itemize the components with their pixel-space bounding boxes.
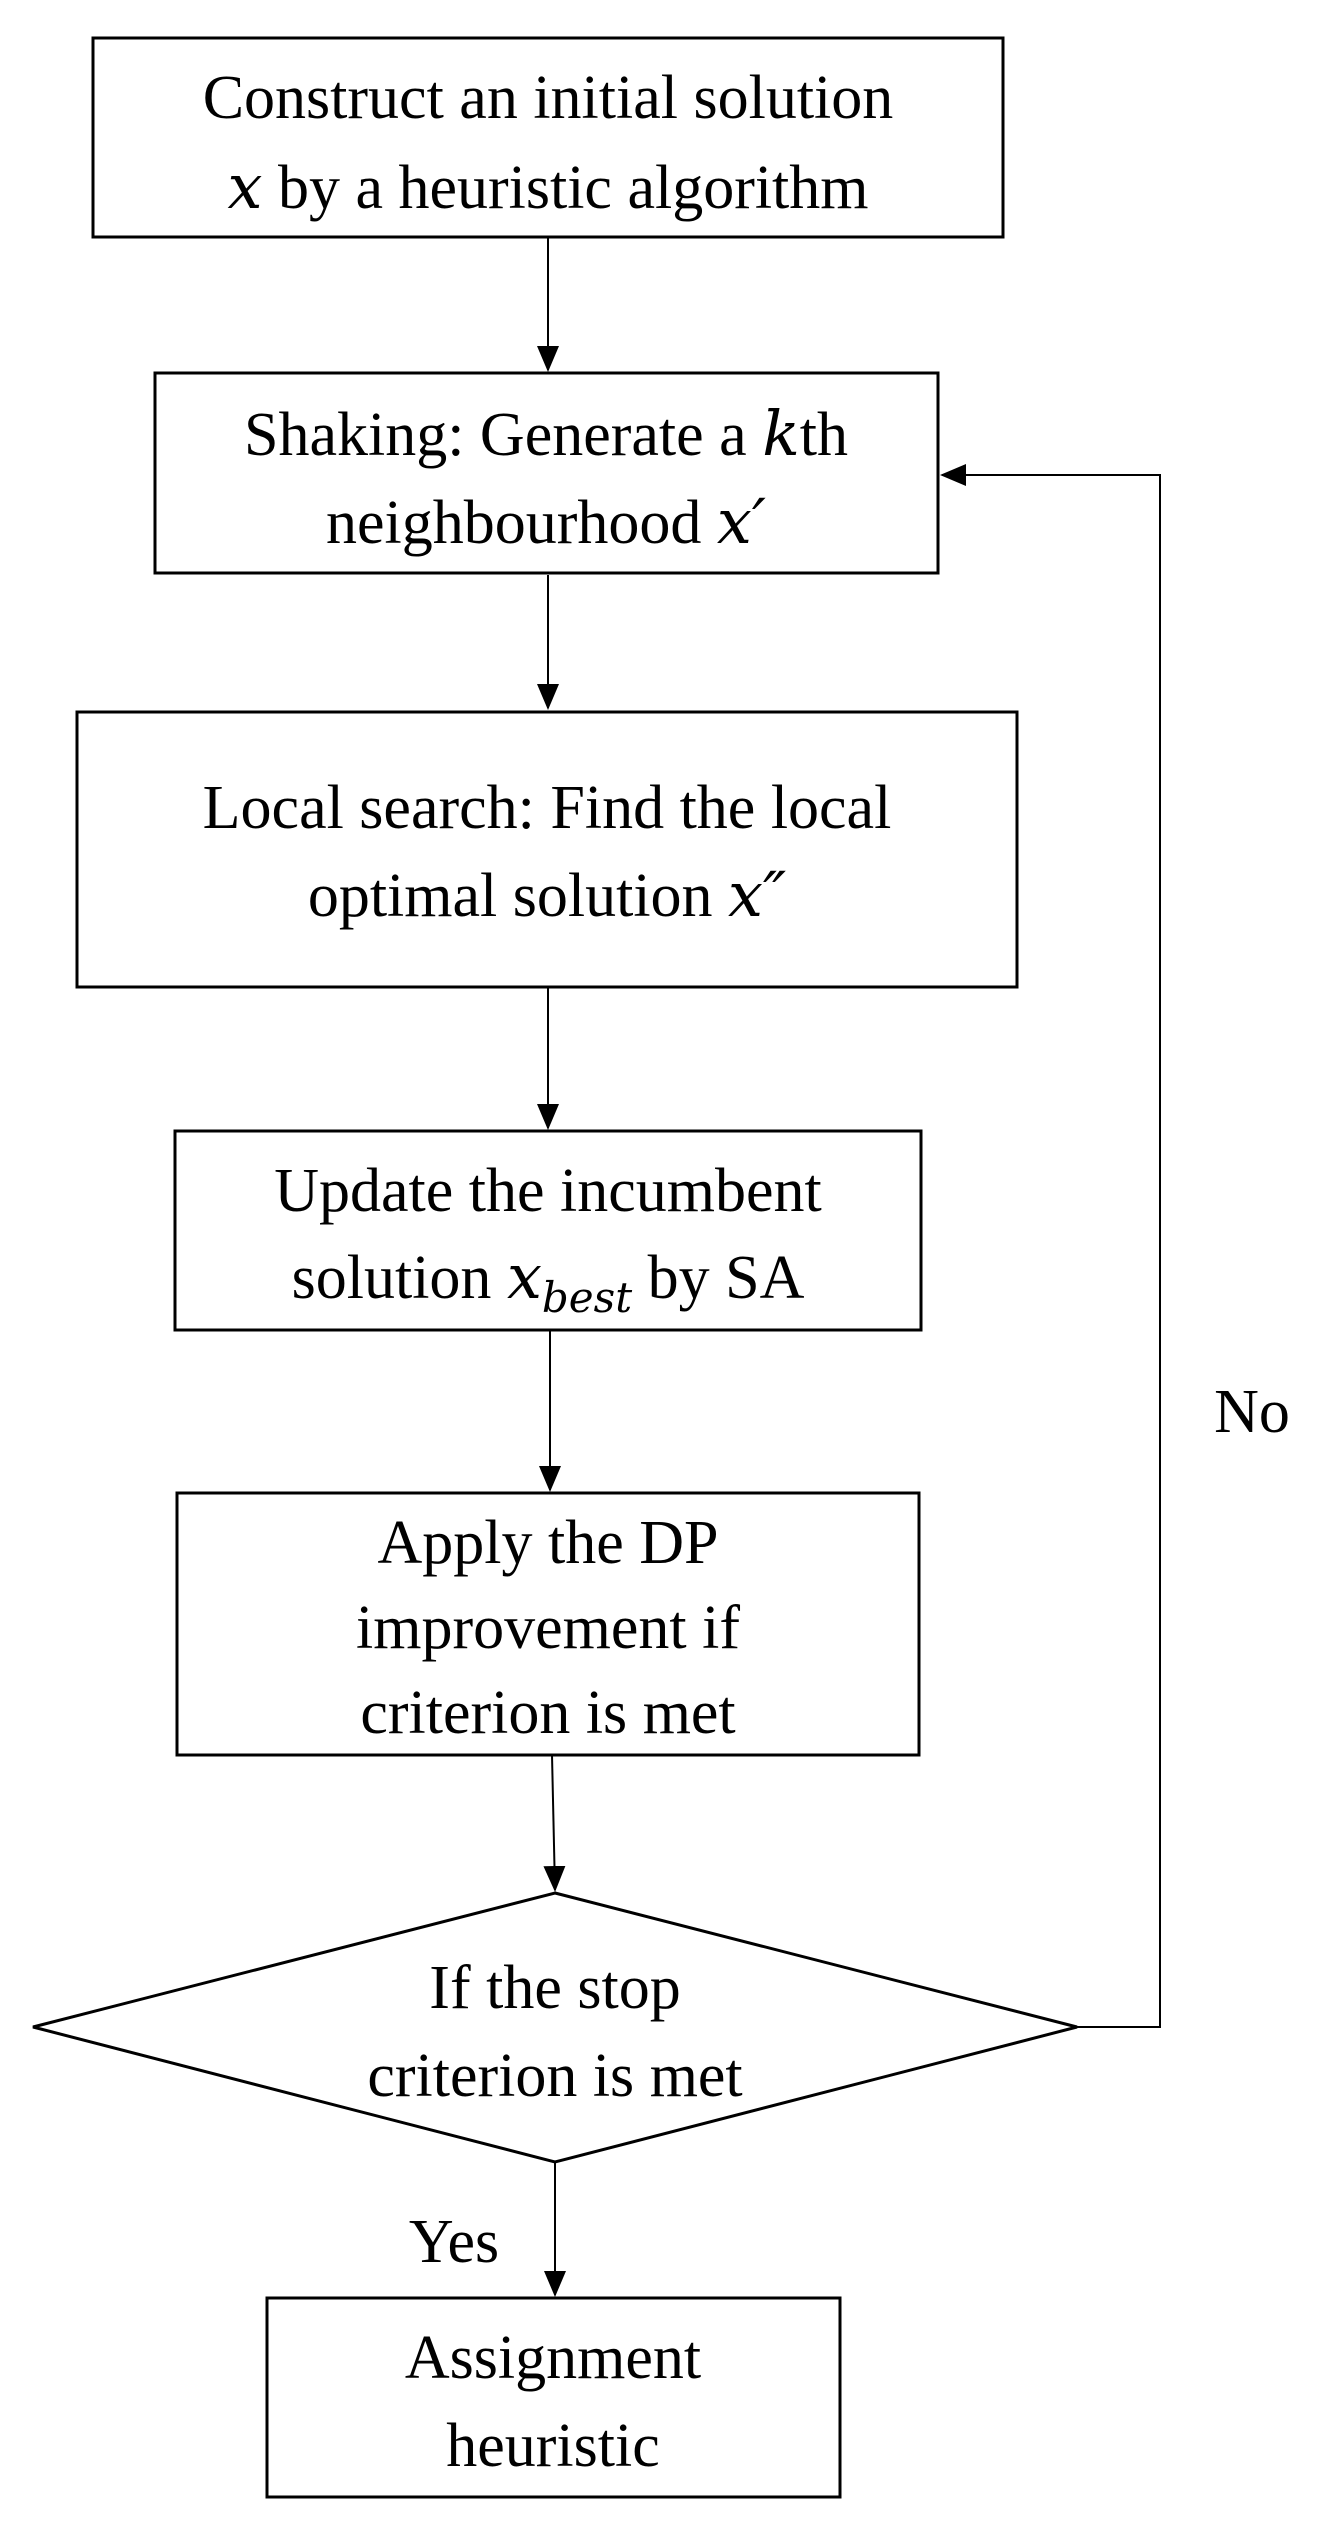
node-dp-improvement: Apply the DP improvement if criterion is…: [175, 1491, 921, 1757]
node-shaking-line2: neighbourhood x′: [326, 485, 766, 558]
node-local-search-line1: Local search: Find the local: [203, 774, 892, 842]
node-dp-line2: improvement if: [356, 1594, 740, 1662]
node-construct-line2: x by a heuristic algorithm: [227, 150, 868, 223]
node-local-search: Local search: Find the local optimal sol…: [75, 710, 1019, 989]
node-stop-criterion: If the stop criterion is met: [32, 1891, 1078, 2164]
node-construct: Construct an initial solution x by a heu…: [91, 36, 1005, 239]
node-shaking: Shaking: Generate a kth neighbourhood x′: [153, 371, 940, 575]
node-construct-line1: Construct an initial solution: [203, 64, 894, 132]
node-assignment: Assignment heuristic: [265, 2296, 842, 2499]
node-assignment-line1: Assignment: [405, 2324, 701, 2392]
node-dp-line3: criterion is met: [360, 1679, 735, 1747]
node-update: Update the incumbent solution xbest by S…: [173, 1129, 923, 1332]
node-stop-line2: criterion is met: [367, 2042, 742, 2110]
node-local-search-line2: optimal solution x″: [308, 858, 786, 931]
node-assignment-line2: heuristic: [446, 2412, 660, 2480]
arrow-dp-to-stop: [543, 1754, 566, 1892]
node-update-line2: solution xbest by SA: [292, 1240, 805, 1322]
arrow-no-loop-back: [940, 464, 1161, 2028]
node-shaking-line1: Shaking: Generate a kth: [244, 397, 848, 470]
edge-label-yes: Yes: [409, 2208, 499, 2276]
node-stop-line1: If the stop: [429, 1954, 680, 2022]
node-dp-line1: Apply the DP: [378, 1509, 719, 1577]
node-update-line1: Update the incumbent: [274, 1157, 822, 1225]
edge-label-no: No: [1214, 1378, 1290, 1446]
edges: [537, 237, 1161, 2297]
